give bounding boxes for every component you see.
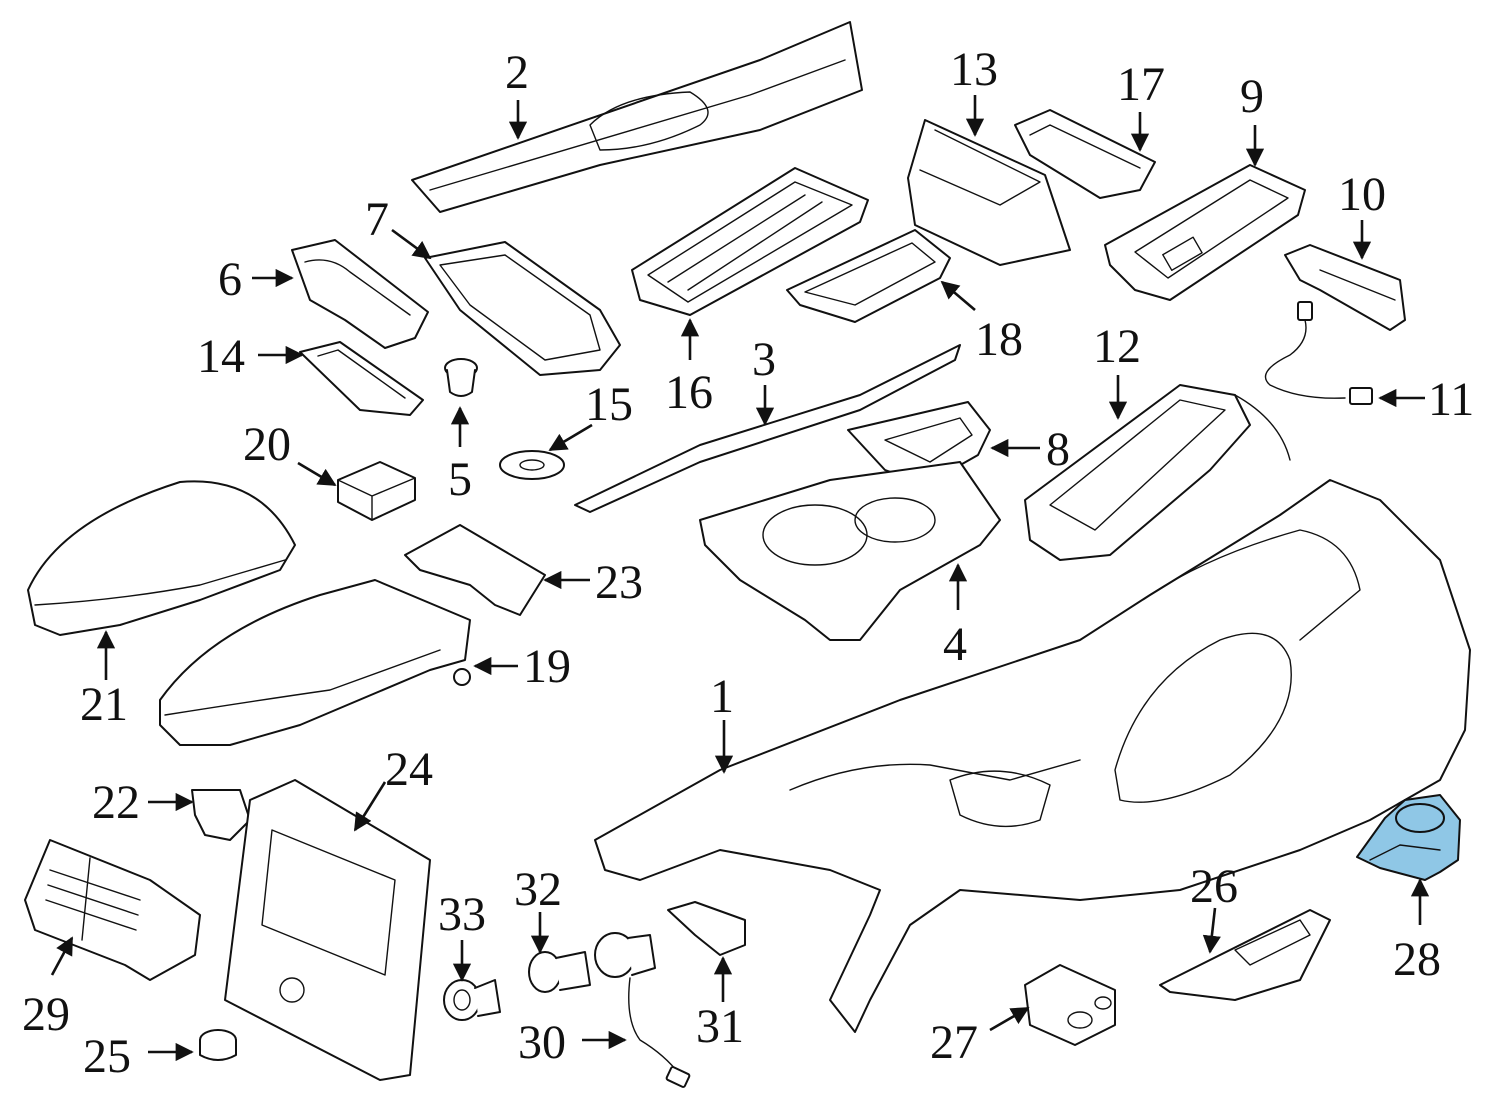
part-31-bracket xyxy=(667,901,746,956)
part-12-console xyxy=(1024,384,1291,561)
callout-4: 4 xyxy=(943,618,967,671)
part-17-tray xyxy=(1014,109,1156,199)
callout-19: 19 xyxy=(523,640,571,693)
part-1-console-body xyxy=(594,479,1471,1033)
callout-15: 15 xyxy=(585,378,633,431)
part-4-cupholder xyxy=(699,461,1001,641)
callout-25: 25 xyxy=(83,1030,131,1083)
callout-13: 13 xyxy=(950,43,998,96)
part-24-bezel xyxy=(224,779,431,1081)
part-9-console-top xyxy=(1104,164,1306,301)
callout-31: 31 xyxy=(696,1000,744,1053)
callout-16: 16 xyxy=(665,366,713,419)
part-13-bin xyxy=(907,119,1071,266)
part-18-mat xyxy=(786,229,951,323)
callout-22: 22 xyxy=(92,776,140,829)
callout-10: 10 xyxy=(1338,168,1386,221)
callout-6: 6 xyxy=(218,253,242,306)
callout-28: 28 xyxy=(1393,933,1441,986)
callout-21: 21 xyxy=(80,678,128,731)
leader-arrows xyxy=(50,95,1430,1062)
part-25-knob xyxy=(199,1029,237,1061)
part-6-insert xyxy=(291,239,429,349)
part-33-socket xyxy=(443,979,501,1021)
callout-1: 1 xyxy=(710,670,734,723)
callout-2: 2 xyxy=(505,46,529,99)
part-7-tray xyxy=(424,241,621,376)
callout-24: 24 xyxy=(385,743,433,796)
part-14-mat xyxy=(299,341,424,416)
part-3-strip xyxy=(574,344,961,513)
part-29-vent xyxy=(24,839,201,981)
callout-32: 32 xyxy=(514,863,562,916)
callout-7: 7 xyxy=(365,193,389,246)
callout-17: 17 xyxy=(1117,58,1165,111)
part-16-mat xyxy=(631,167,869,316)
callout-3: 3 xyxy=(752,333,776,386)
callout-12: 12 xyxy=(1093,320,1141,373)
part-32-socket xyxy=(528,951,591,993)
callout-30: 30 xyxy=(518,1016,566,1069)
callout-33: 33 xyxy=(438,888,486,941)
callout-27: 27 xyxy=(930,1016,978,1069)
callout-23: 23 xyxy=(595,556,643,609)
part-30-socket-harness xyxy=(594,932,691,1088)
callout-29: 29 xyxy=(22,988,70,1041)
callout-14: 14 xyxy=(197,330,245,383)
part-20-block xyxy=(337,461,416,521)
part-27-switch xyxy=(1024,964,1116,1046)
callout-20: 20 xyxy=(243,418,291,471)
part-15-disc xyxy=(499,450,565,480)
part-5-plug xyxy=(444,358,478,397)
callout-5: 5 xyxy=(448,453,472,506)
part-26-switch-panel xyxy=(1159,909,1331,1001)
part-11-harness xyxy=(1264,301,1373,405)
part-28-controller xyxy=(1356,794,1461,881)
part-19-armrest-base xyxy=(159,579,471,746)
callout-8: 8 xyxy=(1046,423,1070,476)
part-22-clip xyxy=(191,789,251,841)
part-2-trim-panel xyxy=(411,21,863,213)
callout-11: 11 xyxy=(1428,373,1474,426)
callout-18: 18 xyxy=(975,313,1023,366)
part-10-bracket xyxy=(1284,244,1406,331)
part-21-armrest xyxy=(27,480,296,636)
part-23-cover xyxy=(404,524,546,616)
callout-9: 9 xyxy=(1240,70,1264,123)
callout-26: 26 xyxy=(1190,860,1238,913)
